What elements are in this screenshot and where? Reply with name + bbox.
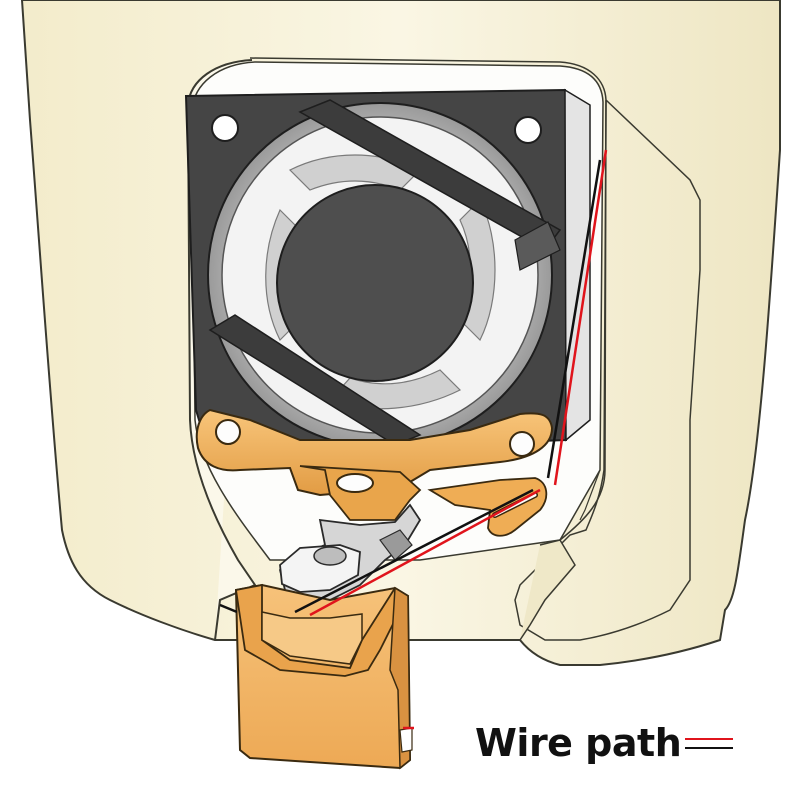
legend: Wire path	[475, 721, 734, 765]
legend-red-line	[685, 738, 734, 740]
fan-bracket	[195, 408, 554, 537]
legend-swatch	[685, 734, 734, 754]
nozzle-block	[234, 583, 413, 770]
legend-black-line	[685, 747, 734, 749]
fan-icon	[184, 88, 591, 452]
wire-path-black	[219, 159, 602, 614]
wire-path-red	[309, 149, 608, 730]
legend-label: Wire path	[475, 721, 682, 765]
heater-arm	[278, 503, 422, 601]
